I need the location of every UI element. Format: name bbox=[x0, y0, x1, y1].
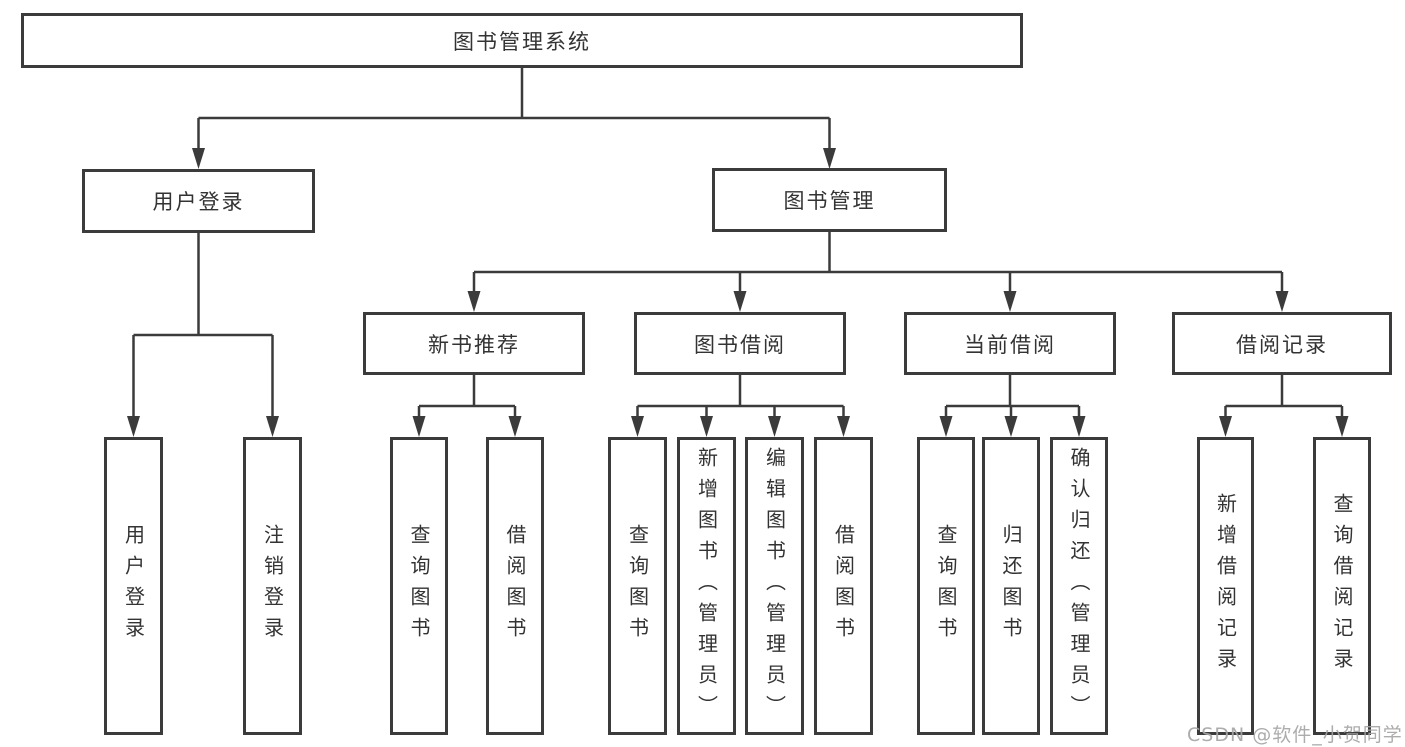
leaf-borrow-borrow-books-label: 借阅图书 bbox=[831, 524, 856, 648]
leaf-newbook-borrow-books: 借阅图书 bbox=[486, 437, 544, 735]
connector-current-borrowing-to-leaves bbox=[939, 375, 1086, 437]
leaf-user-login-label: 用户登录 bbox=[121, 524, 146, 648]
node-book-management-label: 图书管理 bbox=[783, 189, 876, 213]
node-user-login-label: 用户登录 bbox=[152, 190, 245, 214]
leaf-newbook-query-books-label: 查询图书 bbox=[407, 524, 431, 648]
leaf-record-query-borrow-record-label: 查询借阅记录 bbox=[1330, 493, 1354, 679]
node-new-book-recommend-label: 新书推荐 bbox=[428, 332, 520, 357]
leaf-borrow-edit-books-admin: 编辑图书（管理员） bbox=[745, 437, 804, 735]
leaf-newbook-query-books: 查询图书 bbox=[390, 437, 448, 735]
node-book-management: 图书管理 bbox=[712, 168, 947, 232]
node-book-borrowing-label: 图书借阅 bbox=[694, 332, 786, 357]
leaf-borrow-edit-books-admin-label: 编辑图书（管理员） bbox=[762, 446, 787, 726]
node-borrowing-records: 借阅记录 bbox=[1172, 312, 1392, 375]
leaf-record-add-borrow-record: 新增借阅记录 bbox=[1197, 437, 1254, 735]
connector-borrowing-records-to-leaves bbox=[1219, 375, 1349, 437]
leaf-borrow-borrow-books: 借阅图书 bbox=[814, 437, 873, 735]
leaf-current-return-books-label: 归还图书 bbox=[999, 524, 1023, 648]
connector-new-book-to-leaves bbox=[412, 375, 522, 437]
leaf-newbook-borrow-books-label: 借阅图书 bbox=[503, 524, 527, 648]
connector-book-management-to-level3 bbox=[467, 232, 1289, 312]
node-root-label: 图书管理系统 bbox=[453, 29, 591, 54]
leaf-record-query-borrow-record: 查询借阅记录 bbox=[1313, 437, 1371, 735]
leaf-current-query-books-label: 查询图书 bbox=[934, 524, 958, 648]
node-user-login: 用户登录 bbox=[82, 169, 315, 233]
leaf-current-confirm-return-admin: 确认归还（管理员） bbox=[1050, 437, 1108, 735]
leaf-borrow-add-books-admin: 新增图书（管理员） bbox=[677, 437, 736, 735]
leaf-current-return-books: 归还图书 bbox=[982, 437, 1040, 735]
leaf-borrow-query-books: 查询图书 bbox=[608, 437, 667, 735]
leaf-logout-label: 注销登录 bbox=[260, 524, 285, 648]
leaf-record-add-borrow-record-label: 新增借阅记录 bbox=[1213, 493, 1238, 679]
leaf-current-query-books: 查询图书 bbox=[917, 437, 975, 735]
node-root-system: 图书管理系统 bbox=[21, 13, 1023, 68]
leaf-borrow-query-books-label: 查询图书 bbox=[625, 524, 650, 648]
node-new-book-recommend: 新书推荐 bbox=[363, 312, 585, 375]
leaf-borrow-add-books-admin-label: 新增图书（管理员） bbox=[694, 446, 719, 726]
watermark: CSDN @软件_小贺同学 bbox=[1187, 724, 1403, 746]
leaf-logout: 注销登录 bbox=[243, 437, 302, 735]
connector-user-login-to-leaves bbox=[127, 233, 279, 437]
connector-book-borrowing-to-leaves bbox=[631, 375, 850, 437]
connector-root-to-level2 bbox=[192, 68, 836, 169]
leaf-current-confirm-return-admin-label: 确认归还（管理员） bbox=[1067, 446, 1091, 726]
node-current-borrowing-label: 当前借阅 bbox=[964, 332, 1056, 357]
node-current-borrowing: 当前借阅 bbox=[904, 312, 1116, 375]
leaf-user-login: 用户登录 bbox=[104, 437, 163, 735]
node-borrowing-records-label: 借阅记录 bbox=[1236, 332, 1328, 357]
node-book-borrowing: 图书借阅 bbox=[634, 312, 846, 375]
